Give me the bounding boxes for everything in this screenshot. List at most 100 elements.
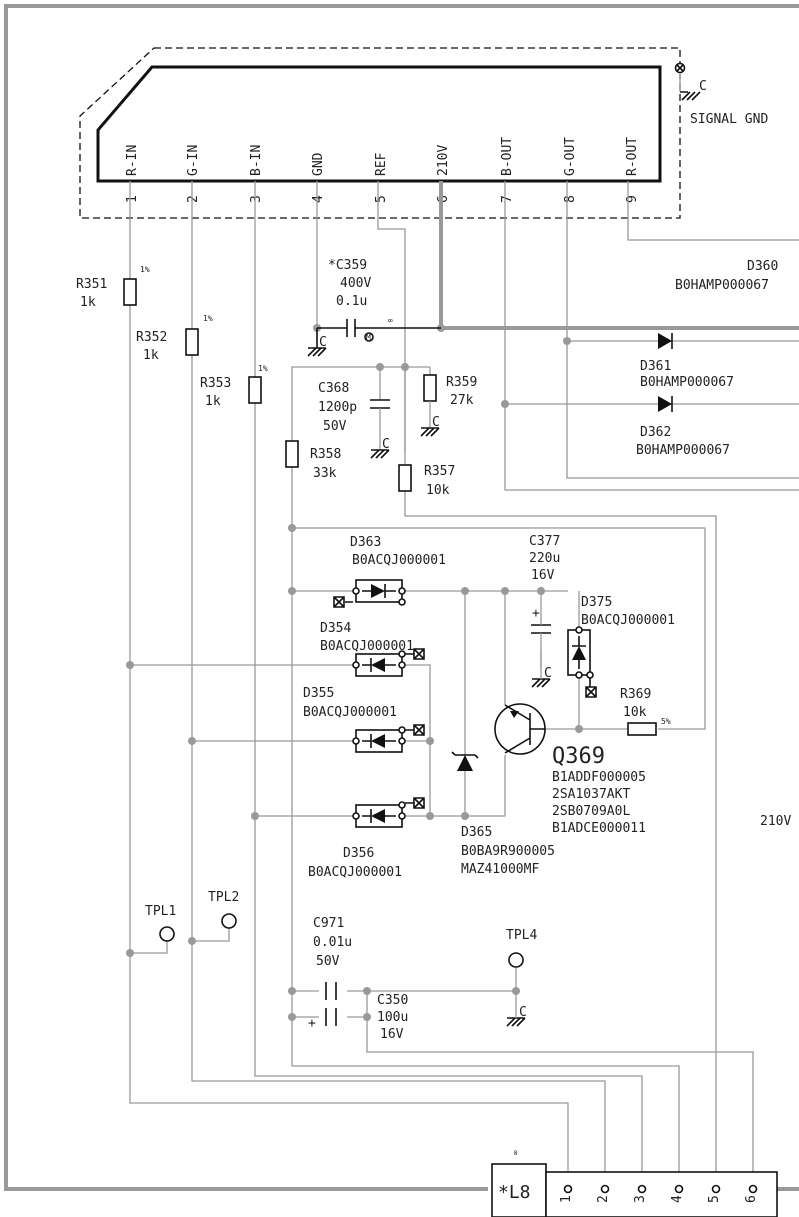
svg-text:C: C (432, 415, 440, 430)
svg-text:220u: 220u (529, 551, 560, 566)
svg-text:6: 6 (744, 1195, 759, 1203)
ic-pin3-number: 3 (249, 195, 264, 203)
svg-text:MAZ41000MF: MAZ41000MF (461, 862, 539, 877)
svg-text:D360: D360 (747, 259, 778, 274)
ic-pin8-name: G-OUT (563, 137, 578, 176)
signal-gnd-symbol (680, 91, 701, 101)
svg-text:R359: R359 (446, 375, 477, 390)
svg-text:D361: D361 (640, 359, 671, 374)
ground-c359: C (307, 328, 327, 357)
ic-pin7-number: 7 (500, 195, 515, 203)
svg-text:B1ADCE000011: B1ADCE000011 (552, 821, 646, 836)
diode-d355: D355 B0ACQJ000001 (303, 686, 425, 753)
svg-text:1%: 1% (140, 265, 150, 274)
resistor-r353: 1% R353 1k (200, 364, 268, 409)
svg-text:D365: D365 (461, 825, 492, 840)
resistor-r357: R357 10k (398, 464, 455, 498)
svg-text:D356: D356 (343, 846, 374, 861)
svg-text:D354: D354 (320, 621, 351, 636)
svg-text:0.01u: 0.01u (313, 935, 352, 950)
svg-text:∞: ∞ (511, 1150, 520, 1155)
svg-text:B0ACQJ000001: B0ACQJ000001 (352, 553, 446, 568)
svg-text:+: + (532, 606, 540, 621)
ground-r359: C (420, 415, 440, 437)
svg-text:50V: 50V (316, 954, 340, 969)
svg-text:50V: 50V (323, 419, 347, 434)
svg-text:4: 4 (670, 1195, 685, 1203)
ic-pin4-name: GND (311, 152, 326, 176)
signal-gnd: C SIGNAL GND (674, 62, 768, 127)
svg-text:2: 2 (596, 1195, 611, 1203)
svg-text:TPL4: TPL4 (506, 928, 537, 943)
diode-d354: D354 B0ACQJ000001 (320, 621, 425, 677)
resistor-r352: 1% R352 1k (136, 314, 213, 363)
capacitor-c377: + C C377 220u 16V (529, 534, 560, 688)
svg-text:C: C (699, 79, 707, 94)
svg-text:0.1u: 0.1u (336, 294, 367, 309)
ic-pin9-number: 9 (625, 195, 640, 203)
transistor-q369: Q369 B1ADDF000005 2SA1037AKT 2SB0709A0L … (494, 703, 646, 836)
svg-text:R353: R353 (200, 376, 231, 391)
svg-text:R351: R351 (76, 277, 107, 292)
svg-text:100u: 100u (377, 1010, 408, 1025)
diode-d356: D356 B0ACQJ000001 (308, 797, 425, 880)
svg-text:M: M (366, 333, 371, 342)
svg-text:B0ACQJ000001: B0ACQJ000001 (308, 865, 402, 880)
signal-gnd-label: SIGNAL GND (690, 112, 768, 127)
resistor-r359: R359 27k (423, 374, 477, 428)
ic-pin2-name: G-IN (186, 145, 201, 176)
resistor-r351: 1% R351 1k (76, 265, 150, 310)
svg-text:B0ACQJ000001: B0ACQJ000001 (581, 613, 675, 628)
ic-pin7-name: B-OUT (500, 137, 515, 176)
svg-text:10k: 10k (623, 705, 647, 720)
svg-text:*C359: *C359 (328, 258, 367, 273)
svg-text:R369: R369 (620, 687, 651, 702)
ic-pin3-name: B-IN (249, 145, 264, 176)
svg-text:Q369: Q369 (552, 744, 605, 769)
ic-pin4-number: 4 (311, 195, 326, 203)
svg-text:D362: D362 (640, 425, 671, 440)
svg-text:1%: 1% (258, 364, 268, 373)
svg-text:TPL2: TPL2 (208, 890, 239, 905)
svg-text:2SB0709A0L: 2SB0709A0L (552, 804, 630, 819)
resistor-r369: 5% R369 10k (620, 687, 671, 736)
connector-l8: ∞ *L8 1 2 3 4 5 6 (491, 1150, 778, 1217)
svg-text:1k: 1k (80, 295, 96, 310)
ic-pin6-name: 210V (436, 145, 451, 176)
test-point-tpl4: TPL4 (506, 928, 537, 968)
svg-text:R358: R358 (310, 447, 341, 462)
svg-text:C971: C971 (313, 916, 344, 931)
svg-text:C377: C377 (529, 534, 560, 549)
ic-pin9-name: R-OUT (625, 137, 640, 176)
svg-text:1k: 1k (143, 348, 159, 363)
capacitor-c359: *C359 400V 0.1u M ∞ (317, 258, 441, 342)
svg-text:B0ACQJ000001: B0ACQJ000001 (320, 639, 414, 654)
svg-text:B0ACQJ000001: B0ACQJ000001 (303, 705, 397, 720)
ic-pin5-name: REF (374, 152, 389, 176)
svg-text:1: 1 (559, 1195, 574, 1203)
svg-text:33k: 33k (313, 466, 337, 481)
svg-text:10k: 10k (426, 483, 450, 498)
svg-text:1k: 1k (205, 394, 221, 409)
ic-pin1-number: 1 (125, 195, 140, 203)
ground-tpl4: C (506, 1005, 527, 1027)
ic-pin2-number: 2 (186, 195, 201, 203)
label-210v: 210V (760, 814, 791, 829)
ic-package (79, 47, 681, 219)
ic-pin8-number: 8 (563, 195, 578, 203)
svg-text:D355: D355 (303, 686, 334, 701)
svg-text:R352: R352 (136, 330, 167, 345)
svg-text:+: + (308, 1016, 316, 1031)
junction-dots (126, 324, 583, 1021)
svg-text:1%: 1% (203, 314, 213, 323)
svg-text:C: C (519, 1005, 527, 1020)
ic-pin6-number: 6 (436, 195, 451, 203)
svg-text:27k: 27k (450, 393, 474, 408)
svg-text:1200p: 1200p (318, 400, 357, 415)
svg-text:C: C (319, 335, 327, 350)
diode-d362: D362 B0HAMP000067 (636, 396, 730, 458)
diode-d361: D361 B0HAMP000067 (640, 333, 734, 390)
svg-text:B0BA9R900005: B0BA9R900005 (461, 844, 555, 859)
svg-text:B1ADDF000005: B1ADDF000005 (552, 770, 646, 785)
svg-text:D375: D375 (581, 595, 612, 610)
